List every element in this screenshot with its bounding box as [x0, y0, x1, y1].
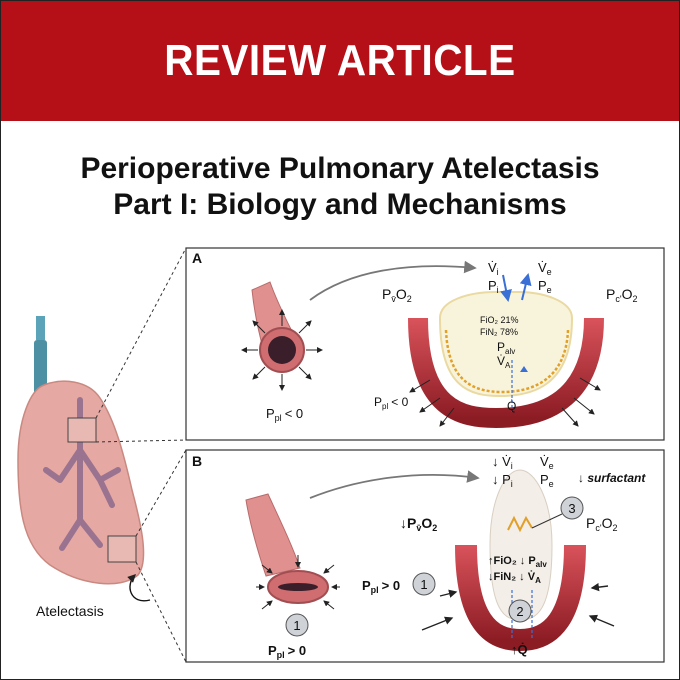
- alveolus-a: [408, 273, 604, 429]
- alveolus-b-surfactant: [507, 515, 533, 533]
- zoom-line-b-bottom: [135, 561, 187, 663]
- panel-a-pi: Pi: [488, 278, 499, 295]
- trachea: [36, 316, 45, 340]
- panel-b-q: ↑Q̇: [511, 642, 528, 657]
- panel-a-palv: Palv: [497, 340, 515, 356]
- panel-a-zoom-arrow: [309, 260, 477, 301]
- panel-b-pe: Pe: [540, 472, 554, 489]
- review-article-banner: REVIEW ARTICLE: [1, 1, 679, 121]
- panel-b-zoom-arrow: [309, 470, 480, 499]
- panel-a-fin2: FiN₂ 78%: [480, 327, 518, 337]
- panel-a: A Ppl< 0: [185, 247, 665, 441]
- panel-b-vi: ↓ V̇i: [492, 454, 513, 471]
- panel-b: B 1 Ppl> 0 Ppl> 0 1: [185, 449, 665, 663]
- article-title: Perioperative Pulmonary Atelectasis Part…: [1, 151, 679, 223]
- marker-1-alveolus-label: 1: [420, 577, 427, 592]
- marker-2-label: 2: [516, 604, 523, 619]
- alveolus-b: [421, 469, 615, 652]
- atelectasis-pointer: [127, 574, 151, 602]
- panel-a-pvo2: Pv̄O2: [382, 286, 412, 304]
- marker-3-label: 3: [568, 501, 575, 516]
- lung-zone-b: [107, 535, 137, 563]
- marker-1-airway: [285, 613, 309, 637]
- lung-illustration: Atelectasis: [17, 247, 187, 663]
- alveolus-a-space: [438, 291, 574, 398]
- marker-3: [560, 496, 584, 520]
- airway-b-tube: [245, 493, 301, 577]
- marker-1-alveolus: [412, 572, 436, 596]
- panel-b-pi: ↓ Pi: [492, 472, 513, 489]
- alveolus-a-capillary: [408, 317, 604, 429]
- panel-a-va: V̇A: [497, 354, 511, 370]
- panel-a-ve: V̇e: [538, 260, 552, 277]
- panel-a-ppl-airway: Ppl< 0: [266, 406, 303, 423]
- panel-b-pvo2: ↓Pv̄O2: [400, 515, 437, 533]
- panel-a-pco2: Pc'O2: [606, 286, 637, 304]
- airway-b-lumen: [278, 583, 318, 591]
- panel-b-ppl-alv: Ppl> 0: [362, 578, 400, 595]
- panel-a-vi: V̇i: [488, 260, 499, 277]
- title-line-1: Perioperative Pulmonary Atelectasis: [80, 152, 600, 185]
- panel-a-pe: Pe: [538, 278, 552, 295]
- airway-b: [245, 493, 340, 610]
- panel-b-letter: B: [192, 453, 202, 469]
- panel-b-ppl-airway: Ppl> 0: [268, 643, 306, 660]
- panel-a-fio2: FiO₂ 21%: [480, 315, 519, 325]
- panel-b-surfactant: ↓ surfactant: [578, 471, 646, 485]
- panel-b-ve: V̇e: [540, 454, 554, 471]
- banner-label: REVIEW ARTICLE: [164, 36, 516, 85]
- title-line-2: Part I: Biology and Mechanisms: [113, 188, 567, 221]
- panel-a-ppl-alv: Ppl< 0: [374, 395, 409, 411]
- panel-a-letter: A: [192, 250, 202, 266]
- marker-1-airway-label: 1: [293, 618, 300, 633]
- atelectasis-label: Atelectasis: [36, 603, 104, 619]
- alveolus-b-space: [489, 469, 553, 621]
- airway-a: [241, 281, 323, 391]
- alveolus-b-capillary: [455, 544, 586, 652]
- lung-zone-a: [67, 417, 97, 443]
- marker-2: [508, 599, 532, 623]
- panel-a-q: Q̇: [507, 399, 516, 413]
- zoom-line-b-top: [135, 449, 187, 537]
- panel-b-fio2-palv: ↑FiO₂ ↓ Palv: [488, 555, 547, 569]
- panel-b-fin2-va: ↓FiN₂ ↓ V̇A: [488, 570, 541, 585]
- panel-b-pco2: Pc'O2: [586, 515, 617, 533]
- airway-a-lumen: [268, 336, 296, 364]
- alveolus-a-surfactant: [444, 329, 570, 394]
- zoom-line-a-top: [95, 247, 187, 419]
